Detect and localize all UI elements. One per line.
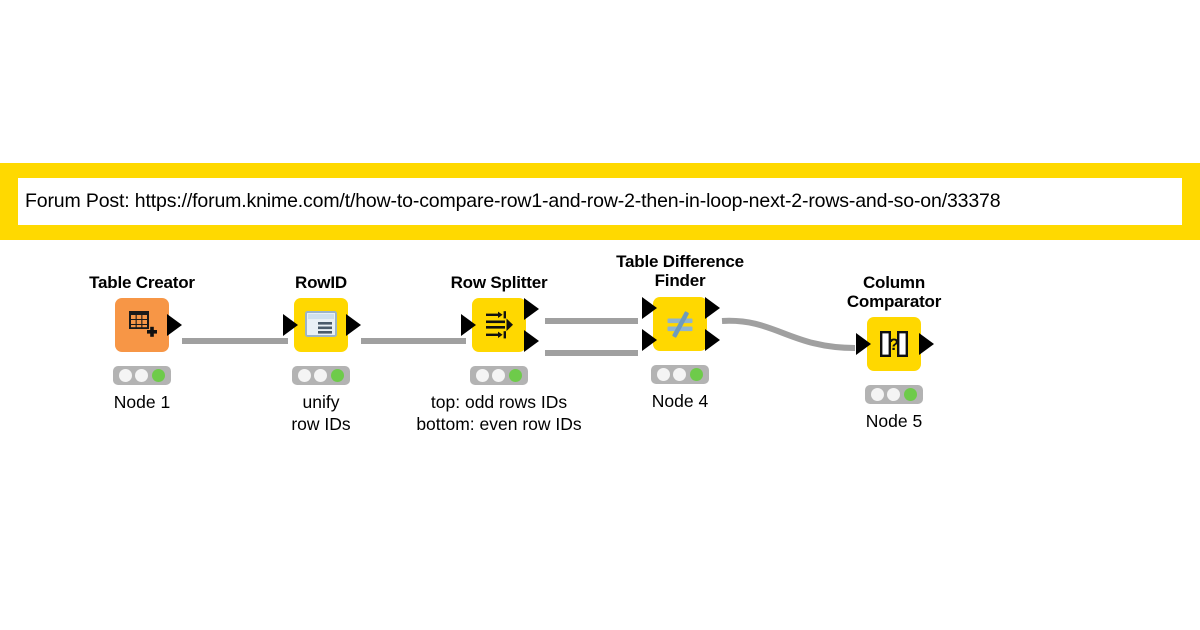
node-body[interactable]: Node 1 xyxy=(62,298,222,412)
node-status-bar xyxy=(292,366,350,386)
node-title: Table Difference Finder xyxy=(616,252,744,291)
node-sublabel: top: odd rows IDs bottom: even row IDs xyxy=(416,392,582,435)
node-body[interactable]: ? Node 5 xyxy=(814,317,974,431)
node-title: Row Splitter xyxy=(450,273,548,292)
node-output-port[interactable] xyxy=(167,314,182,337)
node-input-port[interactable] xyxy=(461,314,476,337)
node-table-difference-finder[interactable]: Table Difference Finder Node 4 xyxy=(600,252,760,411)
status-light-executed xyxy=(152,369,166,383)
node-table-creator[interactable]: Table Creator xyxy=(62,273,222,412)
node-sublabel: Node 5 xyxy=(865,411,923,432)
node-output-port-bottom[interactable] xyxy=(524,330,539,353)
node-icon-box[interactable] xyxy=(115,298,169,353)
status-light-configured xyxy=(492,369,506,383)
status-light-configured xyxy=(314,369,328,383)
status-light-executed xyxy=(904,388,918,402)
node-body[interactable]: Node 4 xyxy=(600,297,760,411)
node-input-port[interactable] xyxy=(283,314,298,337)
status-light-executed xyxy=(331,369,345,383)
node-rowid[interactable]: RowID unify row IDs xyxy=(241,273,401,434)
node-sublabel: unify row IDs xyxy=(291,392,351,435)
node-title: Column Comparator xyxy=(846,273,942,312)
status-light-configured xyxy=(673,368,687,382)
node-icon-box[interactable] xyxy=(294,298,348,353)
status-light-configured xyxy=(135,369,149,383)
node-output-port-top[interactable] xyxy=(705,297,720,320)
status-light-idle xyxy=(297,369,311,383)
status-light-idle xyxy=(475,369,489,383)
node-title: RowID xyxy=(295,273,347,292)
rowid-table-icon xyxy=(305,311,337,338)
status-light-configured xyxy=(887,388,901,402)
node-icon-box[interactable] xyxy=(472,298,526,353)
node-status-bar xyxy=(113,366,171,386)
node-icon-box[interactable] xyxy=(653,297,707,352)
node-input-port[interactable] xyxy=(856,333,871,356)
node-status-bar xyxy=(865,385,923,405)
node-sublabel: Node 4 xyxy=(651,391,709,412)
node-output-port-top[interactable] xyxy=(524,298,539,321)
node-body[interactable]: unify row IDs xyxy=(241,298,401,434)
node-status-bar xyxy=(651,365,709,385)
svg-text:?: ? xyxy=(889,335,899,354)
node-icon-box[interactable]: ? xyxy=(867,317,921,372)
node-column-comparator[interactable]: Column Comparator ? Node 5 xyxy=(814,273,974,431)
node-status-bar xyxy=(470,366,528,386)
node-output-port-bottom[interactable] xyxy=(705,329,720,352)
status-light-idle xyxy=(656,368,670,382)
status-light-idle xyxy=(870,388,884,402)
forum-post-url-text: Forum Post: https://forum.knime.com/t/ho… xyxy=(25,190,1001,213)
status-light-idle xyxy=(118,369,132,383)
forum-post-banner: Forum Post: https://forum.knime.com/t/ho… xyxy=(0,163,1200,240)
node-output-port[interactable] xyxy=(346,314,361,337)
node-title: Table Creator xyxy=(89,273,195,292)
status-light-executed xyxy=(509,369,523,383)
node-input-port-bottom[interactable] xyxy=(642,329,657,352)
forum-post-field[interactable]: Forum Post: https://forum.knime.com/t/ho… xyxy=(18,178,1182,225)
node-input-port-top[interactable] xyxy=(642,297,657,320)
workflow-canvas[interactable]: Table Creator xyxy=(0,240,1200,490)
node-body[interactable]: top: odd rows IDs bottom: even row IDs xyxy=(416,298,582,434)
row-splitter-icon xyxy=(486,311,513,339)
not-equal-icon xyxy=(667,311,693,338)
node-sublabel: Node 1 xyxy=(113,392,171,413)
node-row-splitter[interactable]: Row Splitter xyxy=(416,273,582,434)
column-compare-icon: ? xyxy=(880,331,908,358)
status-light-executed xyxy=(690,368,704,382)
node-output-port[interactable] xyxy=(919,333,934,356)
table-create-icon xyxy=(129,311,157,337)
